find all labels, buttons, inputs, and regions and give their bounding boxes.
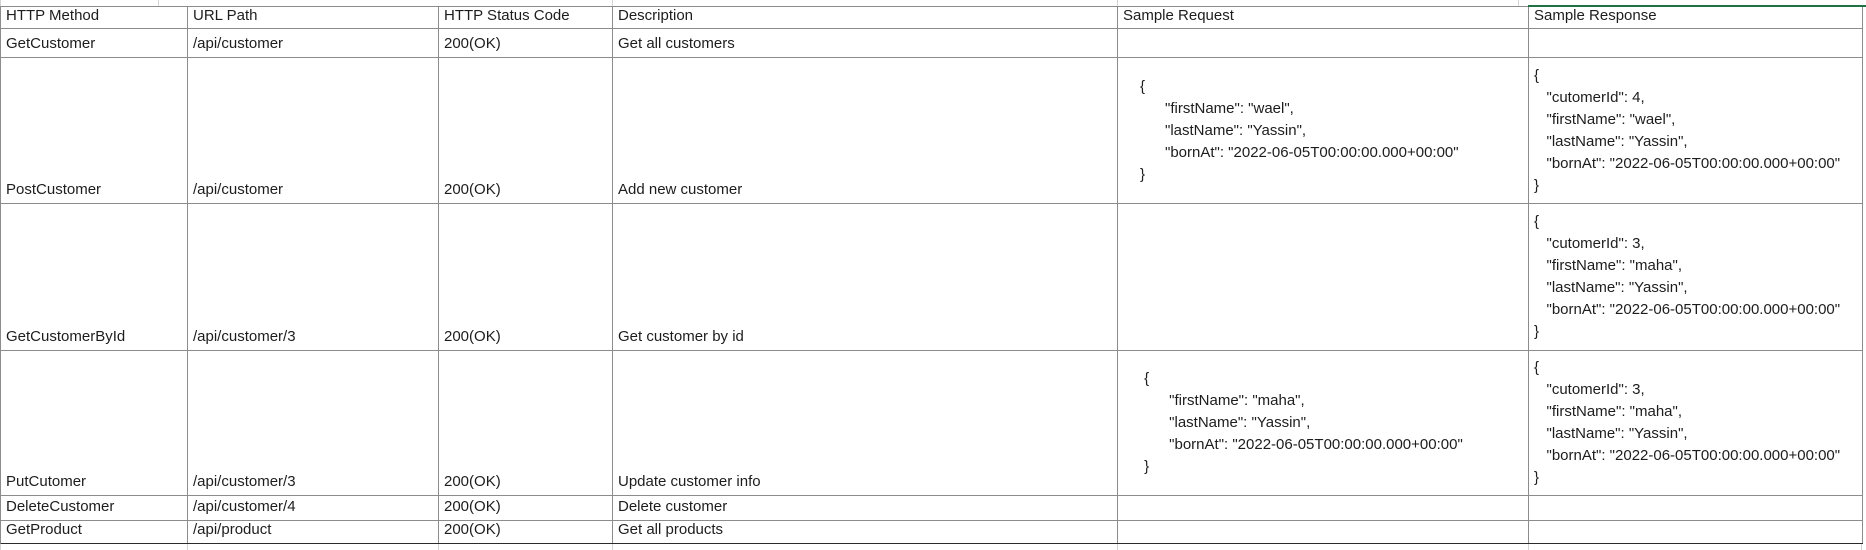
header-http-method[interactable]: HTTP Method bbox=[1, 7, 188, 29]
cell-response-getcustomer[interactable] bbox=[1529, 29, 1863, 58]
cell-method-getcustomerbyid[interactable]: GetCustomerById bbox=[1, 204, 188, 351]
cell-path-deletecustomer[interactable]: /api/customer/4 bbox=[188, 496, 439, 521]
header-sample-request[interactable]: Sample Request bbox=[1118, 7, 1529, 29]
header-http-status-code[interactable]: HTTP Status Code bbox=[439, 7, 613, 29]
gridline-tick bbox=[187, 544, 188, 550]
gridline-tick bbox=[0, 544, 1, 550]
cell-request-getcustomerbyid[interactable] bbox=[1118, 204, 1529, 351]
cell-request-postcustomer[interactable]: { "firstName": "wael", "lastName": "Yass… bbox=[1118, 58, 1529, 204]
header-sample-response[interactable]: Sample Response bbox=[1529, 7, 1863, 29]
cell-description-getcustomerbyid[interactable]: Get customer by id bbox=[613, 204, 1118, 351]
api-endpoints-table: HTTP Method URL Path HTTP Status Code De… bbox=[0, 6, 1863, 545]
gridline-tick bbox=[1518, 0, 1519, 6]
gridline-tick bbox=[1861, 544, 1862, 550]
cell-status-getproduct[interactable]: 200(OK) bbox=[439, 521, 613, 543]
cell-path-postcustomer[interactable]: /api/customer bbox=[188, 58, 439, 204]
cell-request-putcutomer[interactable]: { "firstName": "maha", "lastName": "Yass… bbox=[1118, 351, 1529, 496]
cell-response-deletecustomer[interactable] bbox=[1529, 496, 1863, 521]
header-description[interactable]: Description bbox=[613, 7, 1118, 29]
cell-method-postcustomer[interactable]: PostCustomer bbox=[1, 58, 188, 204]
gridline-tick bbox=[1117, 0, 1118, 6]
cell-status-postcustomer[interactable]: 200(OK) bbox=[439, 58, 613, 204]
cell-description-getproduct[interactable]: Get all products bbox=[613, 521, 1118, 543]
cell-method-putcutomer[interactable]: PutCutomer bbox=[1, 351, 188, 496]
gridline-tick bbox=[158, 0, 159, 6]
cell-path-getcustomer[interactable]: /api/customer bbox=[188, 29, 439, 58]
cell-response-getcustomerbyid[interactable]: { "cutomerId": 3, "firstName": "maha", "… bbox=[1529, 204, 1863, 351]
partial-row-below bbox=[0, 544, 1866, 550]
cell-request-getproduct[interactable] bbox=[1118, 521, 1529, 543]
cell-request-deletecustomer[interactable] bbox=[1118, 496, 1529, 521]
selection-accent-line bbox=[1528, 5, 1866, 7]
cell-path-putcutomer[interactable]: /api/customer/3 bbox=[188, 351, 439, 496]
cell-method-getproduct[interactable]: GetProduct bbox=[1, 521, 188, 543]
cell-description-putcutomer[interactable]: Update customer info bbox=[613, 351, 1118, 496]
cell-method-getcustomer[interactable]: GetCustomer bbox=[1, 29, 188, 58]
cell-status-getcustomer[interactable]: 200(OK) bbox=[439, 29, 613, 58]
cell-path-getcustomerbyid[interactable]: /api/customer/3 bbox=[188, 204, 439, 351]
gridline-tick bbox=[0, 0, 1, 6]
cell-status-deletecustomer[interactable]: 200(OK) bbox=[439, 496, 613, 521]
gridline-tick bbox=[612, 544, 613, 550]
cell-response-postcustomer[interactable]: { "cutomerId": 4, "firstName": "wael", "… bbox=[1529, 58, 1863, 204]
cell-status-getcustomerbyid[interactable]: 200(OK) bbox=[439, 204, 613, 351]
cell-description-deletecustomer[interactable]: Delete customer bbox=[613, 496, 1118, 521]
cell-description-postcustomer[interactable]: Add new customer bbox=[613, 58, 1118, 204]
gridline-tick bbox=[1117, 544, 1118, 550]
header-url-path[interactable]: URL Path bbox=[188, 7, 439, 29]
cell-status-putcutomer[interactable]: 200(OK) bbox=[439, 351, 613, 496]
cell-response-getproduct[interactable] bbox=[1529, 521, 1863, 543]
cell-request-getcustomer[interactable] bbox=[1118, 29, 1529, 58]
gridline-tick bbox=[1528, 544, 1529, 550]
cell-method-deletecustomer[interactable]: DeleteCustomer bbox=[1, 496, 188, 521]
partial-row-above bbox=[0, 0, 1866, 6]
cell-path-getproduct[interactable]: /api/product bbox=[188, 521, 439, 543]
cell-description-getcustomer[interactable]: Get all customers bbox=[613, 29, 1118, 58]
gridline-tick bbox=[438, 544, 439, 550]
cell-response-putcutomer[interactable]: { "cutomerId": 3, "firstName": "maha", "… bbox=[1529, 351, 1863, 496]
gridline-tick bbox=[612, 0, 613, 6]
